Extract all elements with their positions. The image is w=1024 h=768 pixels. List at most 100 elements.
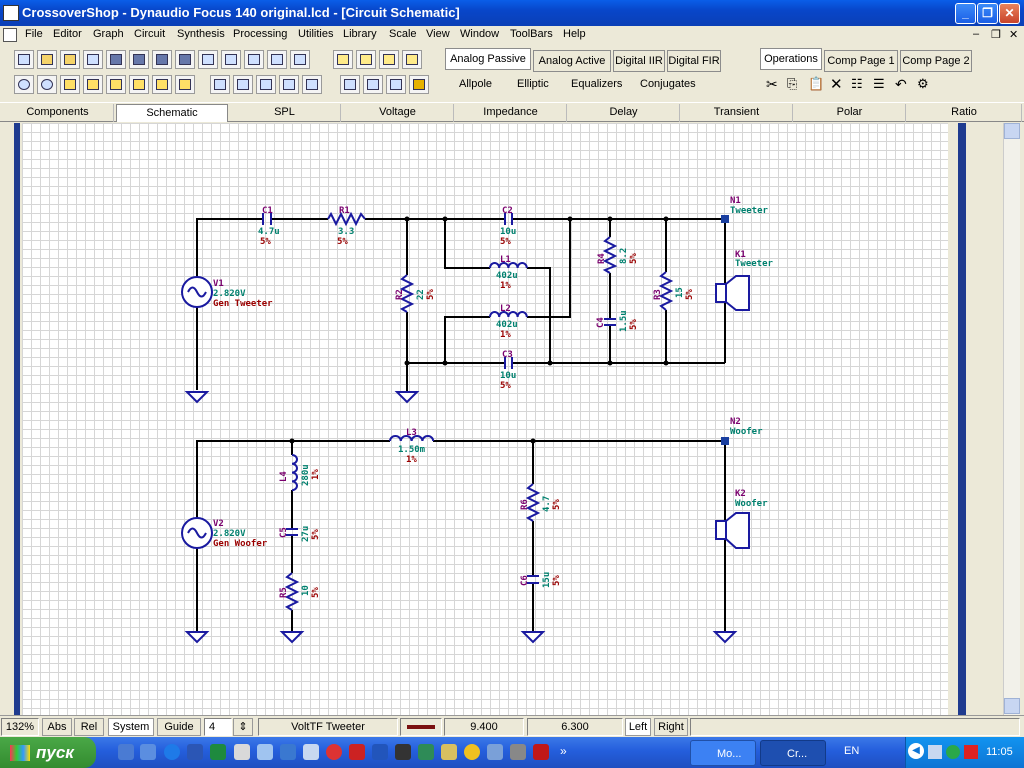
ie-icon[interactable] <box>164 744 180 760</box>
menu-library[interactable]: Library <box>343 28 377 40</box>
save-all-icon[interactable] <box>152 50 172 69</box>
maximize-button[interactable]: ❐ <box>977 3 998 24</box>
tab-analog-passive[interactable]: Analog Passive <box>445 48 531 70</box>
menu-window[interactable]: Window <box>460 28 500 40</box>
app-icon[interactable] <box>3 5 19 21</box>
tab-digital-fir[interactable]: Digital FIR <box>667 50 721 72</box>
capacitor-c5[interactable] <box>286 528 298 536</box>
print-preview-icon[interactable] <box>244 50 264 69</box>
task-mo[interactable]: Mo... <box>690 740 756 766</box>
document-icon[interactable] <box>3 28 17 42</box>
graph-icon[interactable] <box>210 75 230 94</box>
tab-digital-iir[interactable]: Digital IIR <box>613 50 665 72</box>
resistor-r5[interactable] <box>284 572 300 611</box>
scroll-up-icon[interactable] <box>1004 123 1020 139</box>
tab-impedance[interactable]: Impedance <box>455 104 567 122</box>
zoom-out-icon[interactable] <box>37 75 57 94</box>
menu-file[interactable]: File <box>25 28 43 40</box>
menu-utilities[interactable]: Utilities <box>298 28 334 40</box>
node-n2-marker[interactable] <box>721 437 729 445</box>
palette-icon[interactable] <box>409 75 429 94</box>
zoom-5-icon[interactable] <box>152 75 172 94</box>
tab-conjugates[interactable]: Conjugates <box>640 78 696 90</box>
k-icon[interactable] <box>964 745 978 759</box>
tab-operations[interactable]: Operations <box>760 48 822 70</box>
inductor-l3[interactable] <box>389 435 435 442</box>
menu-help[interactable]: Help <box>563 28 586 40</box>
menu-processing[interactable]: Processing <box>233 28 288 40</box>
resistor-r6[interactable] <box>525 483 541 522</box>
capacitor-c2[interactable] <box>504 213 513 225</box>
zoom-3-icon[interactable] <box>106 75 126 94</box>
graph5-icon[interactable] <box>302 75 322 94</box>
word-icon[interactable] <box>187 744 203 760</box>
graph3-icon[interactable] <box>256 75 276 94</box>
print-setup-icon[interactable] <box>290 50 310 69</box>
app7-icon[interactable] <box>464 744 480 760</box>
save-icon[interactable] <box>106 50 126 69</box>
node-n1-marker[interactable] <box>721 215 729 223</box>
speaker-k2[interactable] <box>715 512 750 549</box>
calculator-icon[interactable] <box>234 744 250 760</box>
grid-view2-icon[interactable] <box>356 50 376 69</box>
print-icon[interactable] <box>267 50 287 69</box>
vertical-scrollbar[interactable] <box>1003 123 1020 715</box>
language-indicator[interactable]: EN <box>844 745 860 757</box>
paste-icon[interactable]: 📋 <box>808 76 825 91</box>
right-button[interactable]: Right <box>654 718 688 736</box>
voltage-source-v2[interactable] <box>181 517 213 549</box>
quicklaunch-desktop-icon[interactable] <box>118 744 134 760</box>
chart-icon[interactable] <box>363 75 383 94</box>
zoom-1-icon[interactable] <box>60 75 80 94</box>
tab-polar[interactable]: Polar <box>794 104 906 122</box>
scroll-down-icon[interactable] <box>1004 698 1020 714</box>
open-file-icon[interactable] <box>37 50 57 69</box>
capacitor-c6[interactable] <box>527 575 539 584</box>
app4-icon[interactable] <box>326 744 342 760</box>
resistor-r1[interactable] <box>327 211 366 227</box>
grid-view3-icon[interactable] <box>379 50 399 69</box>
tab-equalizers[interactable]: Equalizers <box>571 78 623 90</box>
graph4-icon[interactable] <box>279 75 299 94</box>
rel-button[interactable]: Rel <box>74 718 104 736</box>
network-icon[interactable] <box>928 745 942 759</box>
delete-icon[interactable]: ✕ <box>830 76 843 93</box>
cloud-icon[interactable] <box>257 744 273 760</box>
menu-editor[interactable]: Editor <box>53 28 82 40</box>
cut-icon[interactable]: ✂ <box>766 76 778 92</box>
speaker-k1[interactable] <box>715 275 750 311</box>
tool-icon[interactable] <box>83 50 103 69</box>
grid-view4-icon[interactable] <box>402 50 422 69</box>
app8-icon[interactable] <box>487 744 503 760</box>
tray-expand-icon[interactable]: ◀ <box>908 743 924 759</box>
tab-delay[interactable]: Delay <box>568 104 680 122</box>
zoom-fit-icon[interactable] <box>175 75 195 94</box>
doc-minimize-icon[interactable]: – <box>973 28 980 40</box>
abs-button[interactable]: Abs <box>42 718 72 736</box>
tab-schematic[interactable]: Schematic <box>116 104 228 122</box>
tab-elliptic[interactable]: Elliptic <box>517 78 549 90</box>
start-button[interactable]: пуск <box>0 737 96 768</box>
tab-comp-page-2[interactable]: Comp Page 2 <box>900 50 972 72</box>
properties-icon[interactable]: ☰ <box>873 76 885 91</box>
antivirus-icon[interactable] <box>946 745 960 759</box>
tab-ratio[interactable]: Ratio <box>907 104 1022 122</box>
open-recent-icon[interactable] <box>60 50 80 69</box>
new-file-icon[interactable] <box>14 50 34 69</box>
quicklaunch-app-icon[interactable] <box>140 744 156 760</box>
resistor-r4[interactable] <box>602 236 618 274</box>
guide-stepper[interactable]: ⇕ <box>233 718 253 736</box>
copy-window-icon[interactable] <box>221 50 241 69</box>
app9-icon[interactable] <box>533 744 549 760</box>
calendar-icon[interactable] <box>198 50 218 69</box>
tab-components[interactable]: Components <box>2 104 114 122</box>
left-button[interactable]: Left <box>625 718 651 736</box>
resistor-r3[interactable] <box>658 271 674 311</box>
camera-icon[interactable] <box>510 744 526 760</box>
list-icon[interactable]: ☷ <box>851 76 863 91</box>
tab-analog-active[interactable]: Analog Active <box>533 50 611 72</box>
schematic-canvas[interactable]: C1 4.7u 5% R1 3.3 5% C2 10u 5% L1 402u 1… <box>22 123 948 715</box>
doc-restore-icon[interactable]: ❐ <box>991 29 1001 41</box>
ares-icon[interactable] <box>349 744 365 760</box>
plot-icon[interactable] <box>386 75 406 94</box>
